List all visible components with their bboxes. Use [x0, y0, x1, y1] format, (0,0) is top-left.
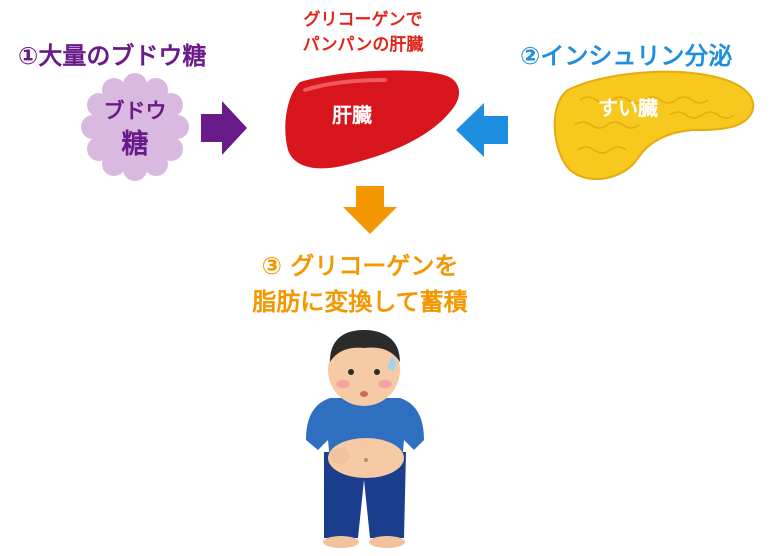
head — [328, 334, 400, 406]
step1-text: 大量のブドウ糖 — [38, 42, 207, 70]
sweat-drop — [388, 356, 396, 371]
man-illustration — [306, 330, 424, 548]
step2-text: インシュリン分泌 — [540, 42, 733, 70]
step3-line2: 脂肪に変換して蓄積 — [252, 288, 468, 316]
glucose-badge-line2: 糖 — [122, 128, 149, 160]
liver-illustration: 肝臓 — [285, 70, 460, 169]
step2-number: ② — [520, 42, 541, 70]
liver-caption-line1: グリコーゲンで — [303, 10, 423, 30]
liver-caption: グリコーゲンで パンパンの肝臓 — [268, 8, 458, 58]
step3-caption: ③ グリコーゲンを 脂肪に変換して蓄積 — [210, 248, 510, 320]
step2-title: ②インシュリン分泌 — [520, 36, 732, 71]
step1-title: ①大量のブドウ糖 — [18, 36, 206, 71]
arrow-right-purple — [201, 101, 247, 155]
hand — [330, 448, 350, 464]
left-foot — [323, 536, 359, 548]
step1-number: ① — [18, 42, 39, 70]
pancreas-label: すい臓 — [598, 96, 658, 120]
glucose-badge-line1: ブドウ — [104, 99, 167, 123]
liver-label: 肝臓 — [332, 103, 372, 127]
pancreas-illustration: すい臓 — [553, 70, 755, 181]
arrow-left-blue — [456, 103, 508, 157]
arrow-down-orange — [343, 186, 397, 234]
liver-caption-line2: パンパンの肝臓 — [302, 35, 424, 55]
hair — [330, 330, 400, 362]
glucose-badge: ブドウ 糖 — [81, 73, 189, 181]
step3-line1: グリコーゲンを — [290, 252, 459, 280]
step3-number: ③ — [261, 252, 282, 280]
right-foot — [369, 536, 405, 548]
